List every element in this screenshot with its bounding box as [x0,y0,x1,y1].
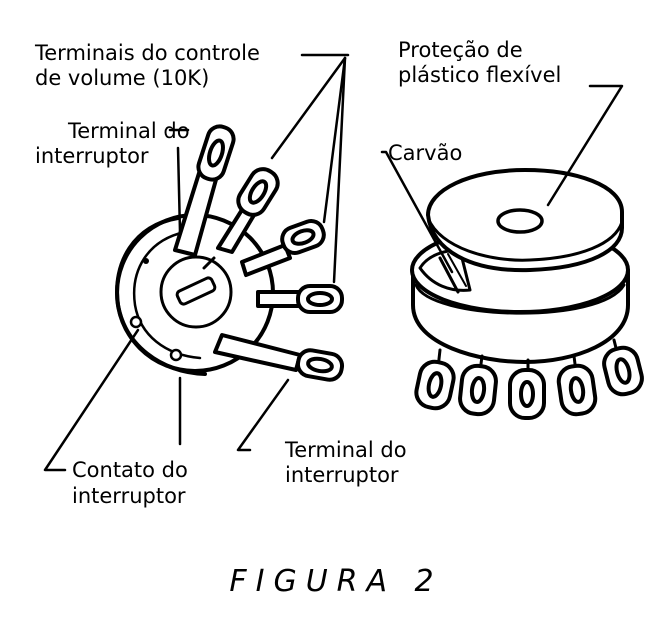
leader-carbon [380,150,454,274]
switch-terminal-bottom [213,333,345,382]
carbon-detail [447,253,467,287]
body-band [414,283,626,315]
rear-view [43,53,350,472]
volume-terminal-1 [216,167,280,254]
switch-terminal-top [173,124,236,257]
label-switch-terminal-bottom-1: Terminal do [285,438,407,462]
label-switch-contact-1: Contato do [72,458,188,482]
label-switch-terminal-top-2: interruptor [35,144,149,168]
leader-contact [43,328,140,472]
side-view [380,84,644,420]
shaft-hole [496,208,544,234]
label-plastic-2: plástico flexível [398,63,562,87]
switch-housing [115,216,207,376]
leader-volume [322,56,347,224]
switch-housing-inner [132,230,202,360]
carbon-detail [438,256,460,294]
label-switch-contact-2: interruptor [72,484,186,508]
plastic-cover-edge [426,216,624,262]
leader-plastic [546,84,624,207]
label-volume-terminals-2: de volume (10K) [35,66,210,90]
figure-caption: FIGURA 2 [229,564,443,599]
label-plastic-1: Proteção de [398,38,523,62]
label-switch-terminal-bottom-2: interruptor [285,463,399,487]
leader-switch-top [176,146,182,234]
label-switch-terminal-top-1: Terminal do [68,119,190,143]
leader-volume [332,56,347,284]
rivet [169,348,183,362]
leader-switch-bottom [236,378,290,452]
rivet [129,315,143,329]
rivet [143,258,149,264]
label-carbon: Carvão [388,141,463,165]
shaft-slot [175,276,217,306]
lug-row [414,338,644,420]
shaft-tab [202,256,216,270]
leader-volume [270,56,347,160]
label-volume-terminals-1: Terminais do controle [35,41,260,65]
volume-terminal-2 [240,218,326,277]
volume-terminal-3 [256,284,344,314]
